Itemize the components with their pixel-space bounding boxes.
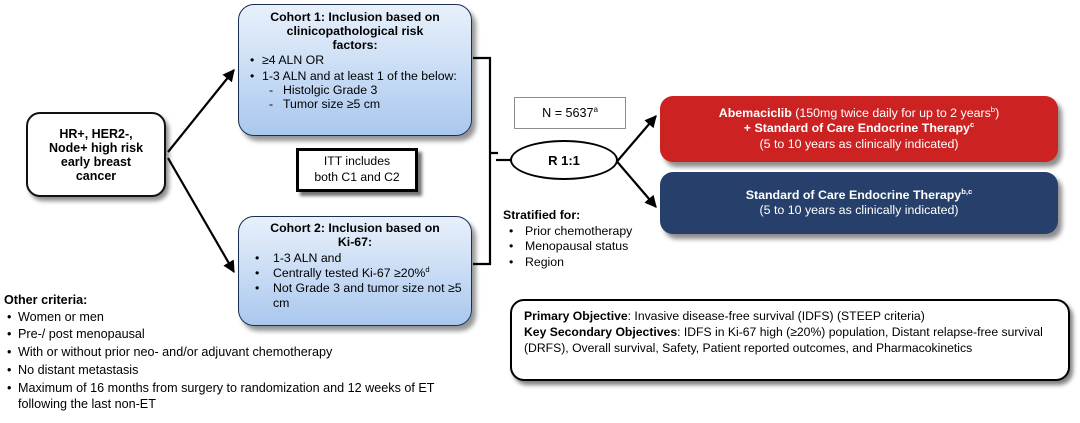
control-arm-standard-of-care: Standard of Care Endocrine Therapyb,c (5… <box>660 172 1058 234</box>
list-item: Tumor size ≥5 cm <box>269 97 463 112</box>
cohort-2-criterion-2: Centrally tested Ki-67 ≥20% <box>273 265 426 280</box>
arm-navy-line-2: (5 to 10 years as clinically indicated) <box>759 203 959 217</box>
entry-line-3: early breast <box>60 154 132 169</box>
list-item: Women or men <box>4 309 474 326</box>
list-item: 1-3 ALN and at least 1 of the below: <box>247 69 463 84</box>
arm-red-line-3: (5 to 10 years as clinically indicated) <box>759 136 959 151</box>
stratification-section: Stratified for: Prior chemotherapy Menop… <box>503 208 673 270</box>
arrow-entry-to-cohort1 <box>167 69 235 153</box>
randomization-label: R 1:1 <box>548 152 580 168</box>
list-item: Histolgic Grade 3 <box>269 83 463 98</box>
cohort-2-title: Cohort 2: Inclusion based on Ki-67: <box>247 221 463 250</box>
cohort-1-title: Cohort 1: Inclusion based on clinicopath… <box>247 10 463 52</box>
entry-line-1: HR+, HER2-, <box>59 126 133 141</box>
cohort-2-criterion-3: Not Grade 3 and tumor size not ≥5 cm <box>273 281 462 310</box>
list-item: Prior chemotherapy <box>503 224 673 239</box>
footnote-marker-a: a <box>593 104 598 114</box>
list-item: Region <box>503 255 673 270</box>
treatment-arm-abemaciclib: Abemaciclib (150mg twice daily for up to… <box>660 96 1058 162</box>
brace-cohorts-to-randomization <box>473 56 498 266</box>
cohort-1-title-line-3: factors: <box>332 37 378 52</box>
primary-objective-line: Primary Objective: Invasive disease-free… <box>524 309 1056 325</box>
arm-red-drug-name: Abemaciclib <box>718 105 792 120</box>
list-item: No distant metastasis <box>4 362 474 379</box>
objectives-box: Primary Objective: Invasive disease-free… <box>510 299 1070 381</box>
list-item: 1-3 ALN and <box>247 250 463 266</box>
list-item: Maximum of 16 months from surgery to ran… <box>4 380 474 413</box>
arm-navy-soc-text: Standard of Care Endocrine Therapy <box>745 187 962 202</box>
footnote-marker-c: c <box>969 120 975 130</box>
cohort-1-title-line-2: clinicopathological risk <box>286 23 424 38</box>
entry-line-2: Node+ high risk <box>48 140 144 155</box>
arrow-entry-to-cohort2 <box>167 157 235 274</box>
footnote-marker-d: d <box>425 264 430 274</box>
cohort-1-criteria-list: ≥4 ALN OR 1-3 ALN and at least 1 of the … <box>247 53 463 83</box>
secondary-objective-label: Key Secondary Objectives <box>524 324 678 339</box>
cohort-1-title-line-1: Cohort 1: Inclusion based on <box>270 10 440 24</box>
other-criteria-heading: Other criteria: <box>4 293 88 307</box>
cohort-1-box: Cohort 1: Inclusion based on clinicopath… <box>238 4 472 136</box>
entry-line-4: cancer <box>75 168 117 183</box>
arm-red-line-1: Abemaciclib (150mg twice daily for up to… <box>718 104 1000 122</box>
list-item: Not Grade 3 and tumor size not ≥5 cm <box>247 281 463 310</box>
arm-red-dose: (150mg twice daily for up to 2 years <box>791 105 991 120</box>
arm-red-line-2: + Standard of Care Endocrine Therapyc <box>744 121 974 137</box>
entry-population-text: HR+, HER2-, Node+ high risk early breast… <box>49 127 143 183</box>
list-item: Menopausal status <box>503 239 673 254</box>
other-criteria-section: Other criteria: Women or men Pre-/ post … <box>4 293 474 413</box>
other-criteria-list: Women or men Pre-/ post menopausal With … <box>4 309 474 413</box>
arm-red-dose-tail: ) <box>995 105 1000 120</box>
arm-navy-line-1: Standard of Care Endocrine Therapyb,c <box>745 186 973 204</box>
itt-note-box: ITT includes both C1 and C2 <box>296 148 418 192</box>
footnote-marker-b: b <box>990 104 996 114</box>
enrollment-count-box: N = 5637a <box>514 97 626 129</box>
randomization-node: R 1:1 <box>510 140 618 180</box>
cohort-2-title-line-1: Cohort 2: Inclusion based on <box>270 221 440 235</box>
itt-line-1: ITT includes <box>323 154 391 169</box>
cohort-2-criterion-1: 1-3 ALN and <box>273 250 342 265</box>
enrollment-count-value: N = 5637 <box>542 106 594 120</box>
stratification-list: Prior chemotherapy Menopausal status Reg… <box>503 224 673 271</box>
entry-population-box: HR+, HER2-, Node+ high risk early breast… <box>26 112 166 197</box>
arm-red-soc-text: + Standard of Care Endocrine Therapy <box>743 121 970 136</box>
cohort-1-sub-criteria-list: Histolgic Grade 3 Tumor size ≥5 cm <box>247 83 463 112</box>
primary-objective-label: Primary Objective <box>524 309 628 323</box>
list-item: ≥4 ALN OR <box>247 53 463 68</box>
primary-objective-text: : Invasive disease-free survival (IDFS) … <box>627 309 925 323</box>
list-item: With or without prior neo- and/or adjuva… <box>4 344 474 361</box>
stratification-heading: Stratified for: <box>503 208 581 222</box>
itt-line-2: both C1 and C2 <box>314 170 400 184</box>
enrollment-count-label: N = 5637a <box>542 104 598 120</box>
list-item: Centrally tested Ki-67 ≥20%d <box>247 264 463 280</box>
list-item: Pre-/ post menopausal <box>4 326 474 343</box>
footnote-marker-bc: b,c <box>961 186 973 196</box>
cohort-2-title-line-2: Ki-67: <box>337 234 373 249</box>
cohort-2-criteria-list: 1-3 ALN and Centrally tested Ki-67 ≥20%d… <box>247 251 463 311</box>
secondary-objective-line: Key Secondary Objectives: IDFS in Ki-67 … <box>524 325 1056 357</box>
secondary-objective-text: : IDFS in Ki-67 high (≥20%) population, … <box>524 324 1043 355</box>
arrow-randomization-to-arm-navy <box>613 157 657 208</box>
